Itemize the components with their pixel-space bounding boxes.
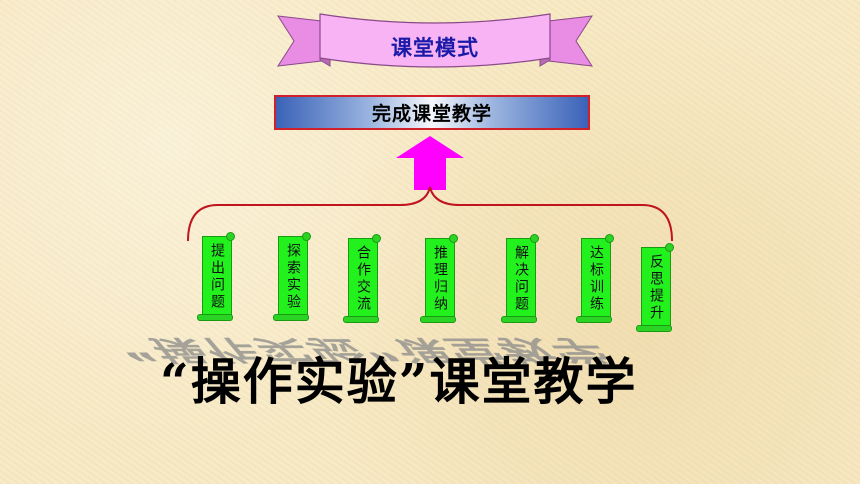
step-scroll-2: 探索实验	[273, 232, 311, 326]
step-label: 反思提升	[648, 254, 664, 322]
big-title: “操作实验”课堂教学	[160, 352, 638, 411]
step-scroll-5: 解决问题	[501, 234, 539, 328]
step-label: 合作交流	[355, 245, 371, 313]
banner-title: 课堂模式	[391, 36, 479, 60]
ribbon-banner	[277, 13, 593, 68]
step-label: 提出问题	[209, 243, 225, 311]
step-label: 推理归纳	[432, 245, 448, 313]
up-arrow-icon	[396, 136, 464, 190]
step-label: 解决问题	[513, 245, 529, 313]
main-goal-box: 完成课堂教学	[274, 95, 590, 130]
step-scroll-6: 达标训练	[576, 234, 614, 328]
step-scroll-4: 推理归纳	[420, 234, 458, 328]
step-scroll-1: 提出问题	[197, 232, 235, 326]
step-label: 探索实验	[285, 243, 301, 311]
bracket-connector	[187, 186, 673, 242]
step-label: 达标训练	[588, 245, 604, 313]
step-scroll-3: 合作交流	[343, 234, 381, 328]
step-scroll-7: 反思提升	[636, 243, 674, 337]
